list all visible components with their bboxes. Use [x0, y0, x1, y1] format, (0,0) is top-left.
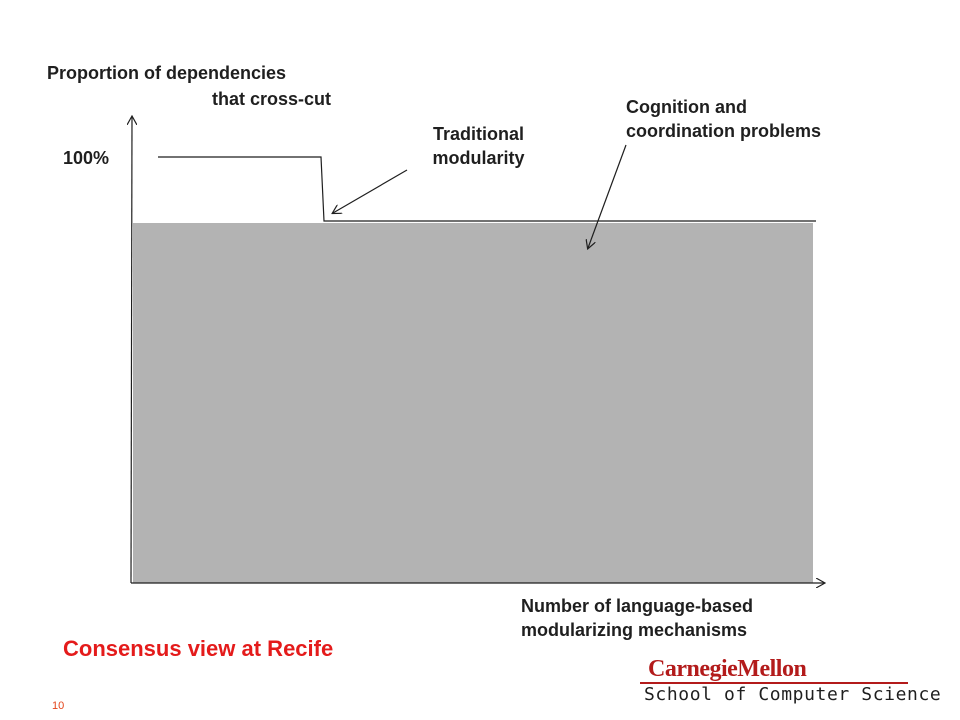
x-axis-label-line2: modularizing mechanisms — [521, 620, 748, 640]
traditional-label-line1: Traditional — [432, 124, 524, 144]
cognition-label: Cognition and coordination problems — [626, 95, 821, 143]
traditional-label-line2: modularity — [432, 148, 525, 168]
traditional-arrow — [333, 169, 408, 213]
logo-rule — [640, 682, 908, 684]
slide-number: 10 — [52, 700, 65, 712]
traditional-modularity-step-line — [158, 156, 816, 222]
traditional-modularity-label: Traditional modularity — [406, 122, 551, 170]
cognition-label-line1: Cognition and — [626, 97, 747, 117]
x-axis-label: Number of language-based modularizing me… — [521, 594, 753, 642]
cognition-label-line2: coordination problems — [626, 121, 822, 141]
shaded-region — [133, 223, 813, 583]
logo-subtitle: School of Computer Science — [644, 684, 942, 705]
y-axis-label-line1: Proportion of dependencies — [47, 63, 287, 83]
y-tick-100: 100% — [63, 148, 110, 168]
caption: Consensus view at Recife — [63, 636, 334, 661]
logo-name: CarnegieMellon — [648, 656, 807, 682]
y-axis — [131, 117, 132, 584]
y-axis-label-line2: that cross-cut — [212, 89, 332, 109]
cognition-arrow — [588, 144, 627, 248]
x-axis-label-line1: Number of language-based — [521, 596, 754, 616]
cmu-logo: CarnegieMellon School of Computer Scienc… — [640, 656, 941, 706]
